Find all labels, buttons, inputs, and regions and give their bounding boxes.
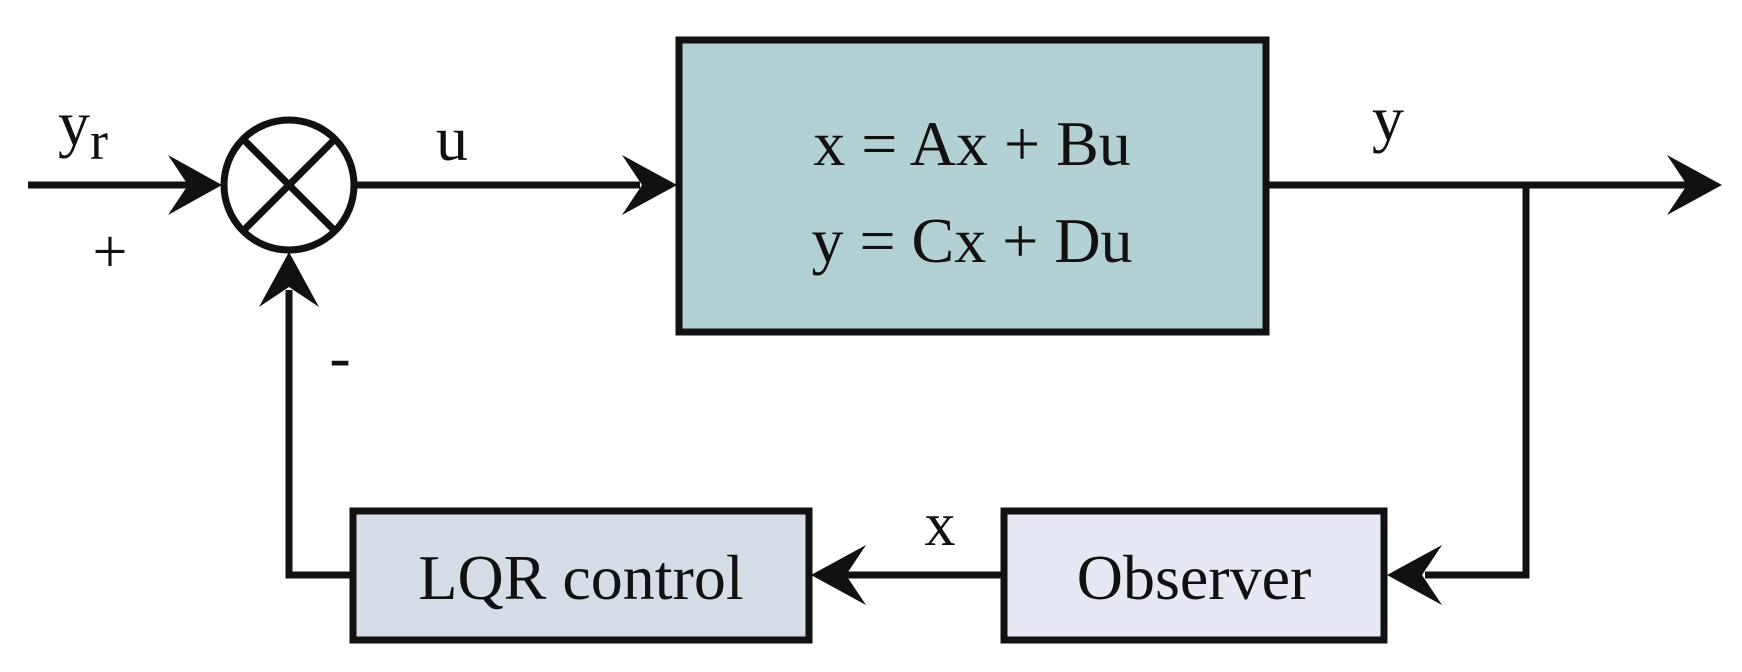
- state-equation: x = Ax + Bu: [813, 108, 1131, 179]
- control-signal-arrowhead: [622, 155, 677, 215]
- feedback-arrowhead: [1387, 545, 1442, 605]
- controller-feedback-arrowhead: [259, 252, 319, 307]
- output-label: y: [1372, 83, 1404, 154]
- observer-label: Observer: [1077, 542, 1312, 613]
- lqr-controller-label: LQR control: [418, 542, 743, 613]
- plus-sign: +: [93, 218, 128, 286]
- control-signal-label: u: [436, 103, 468, 174]
- controller-feedback-line: [285, 290, 353, 579]
- input-label: yr: [58, 88, 108, 171]
- output-arrowhead: [1667, 155, 1722, 215]
- state-estimate-label: x: [925, 491, 956, 559]
- input-arrowhead: [168, 155, 222, 215]
- output-equation: y = Cx + Du: [811, 205, 1132, 276]
- observer-block: [1000, 507, 1388, 644]
- plant-block: [675, 36, 1270, 336]
- summing-junction: [220, 116, 358, 254]
- minus-sign: -: [329, 321, 350, 392]
- feedback-line: [1425, 185, 1530, 579]
- state-estimate-arrowhead: [811, 545, 866, 605]
